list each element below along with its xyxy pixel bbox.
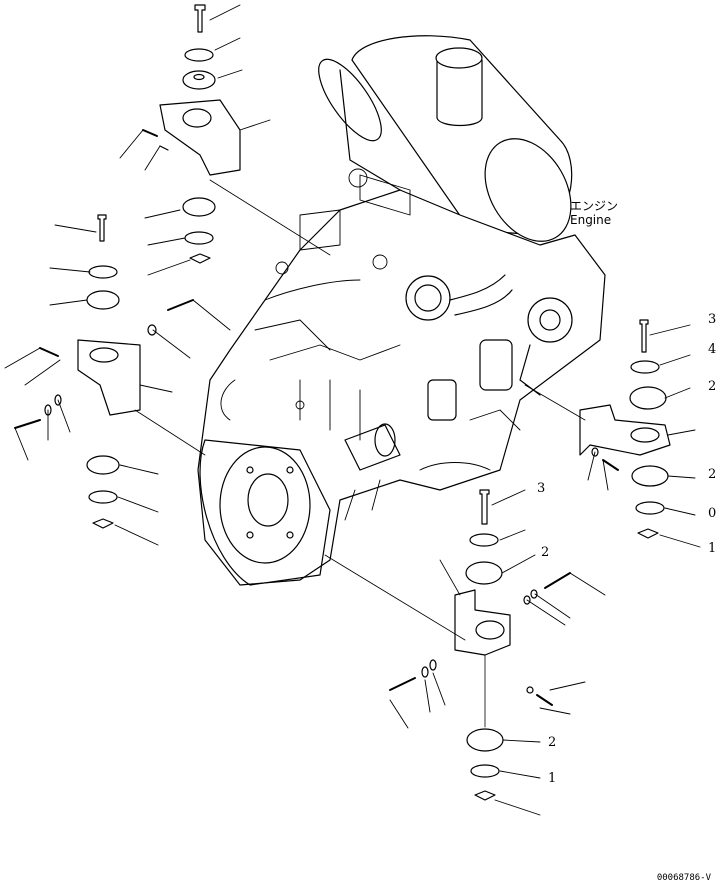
front-bracket [454,589,511,656]
washer [469,533,499,547]
starter-motor [344,423,401,471]
callout-right-7: 1 [708,541,716,556]
bolt [39,347,59,357]
callout-front-2: 2 [541,545,549,560]
rubber-cushion [631,465,669,487]
callout-front-1: 3 [537,481,545,496]
bolt [142,129,158,137]
callout-right-1: 3 [708,312,716,327]
rubber-cushion [466,728,504,752]
washer [147,324,157,336]
bolt [167,299,194,311]
engine-label: エンジン Engine [570,199,618,227]
rubber-cushion [86,455,120,475]
flywheel-housing [199,439,331,586]
callout-right-6: 0 [708,506,716,521]
washer [526,686,534,694]
callout-front-3: 2 [548,735,556,750]
washer [159,145,169,151]
engine-assembly [197,35,606,586]
right-bracket [579,404,671,456]
muffler [318,35,573,242]
bolt [544,572,571,589]
washer [88,265,118,279]
nut [637,528,659,539]
washer [630,360,660,374]
washer [184,48,214,62]
rubber-cushion [182,197,216,217]
cylinder-head-details [220,168,521,521]
rubber-cushion [629,386,667,410]
washer [184,231,214,245]
rubber-cushion [86,290,120,310]
bolt [536,694,553,706]
left-bracket [77,339,141,416]
washer [530,589,538,599]
washer [54,394,62,406]
washer [421,666,429,678]
washer [591,447,599,457]
left-mount-group [14,214,206,529]
washer [470,764,500,778]
nut [92,518,114,529]
bolt [14,419,41,429]
engine-label-en: Engine [570,213,611,227]
callout-right-3: 2 [708,379,716,394]
washer [429,659,437,671]
callout-numbers: 3 4 2 2 0 1 3 2 2 1 [537,312,716,786]
bolt [389,677,416,691]
right-mount-group [524,319,671,539]
washer [635,501,665,515]
figure-id: 00068786-V [656,873,711,883]
leader-lines [4,4,701,816]
washer [523,595,531,605]
bolt [602,459,619,471]
bolt [194,4,206,33]
top-mount-group [142,4,331,264]
rubber-cushion [465,561,503,585]
engine-label-jp: エンジン [570,199,618,213]
front-mount-group [324,489,571,801]
nut [474,790,496,801]
top-bracket [159,99,241,176]
engine-block [197,189,606,586]
washer [88,490,118,504]
nut [189,253,211,264]
callout-front-4: 1 [548,771,556,786]
bolt [97,214,107,242]
callout-right-5: 2 [708,467,716,482]
bolt [639,319,649,353]
callout-right-2: 4 [708,342,716,357]
turbocharger [405,274,513,421]
bolt [479,489,490,525]
